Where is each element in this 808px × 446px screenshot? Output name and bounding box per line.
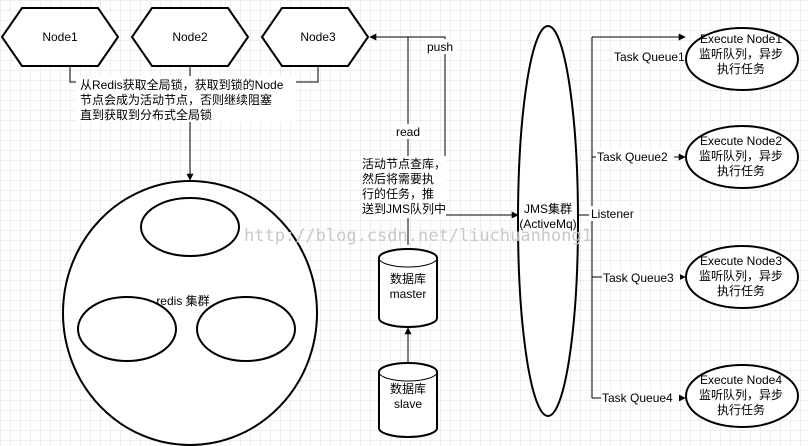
execute-node-title: Execute Node3 (700, 254, 782, 268)
queue-3-label-bg (602, 270, 680, 285)
node-label: Node2 (172, 30, 208, 44)
db-master-line-2: master (390, 287, 427, 301)
db-slave: 数据库 slave (378, 362, 438, 438)
execute-node-title: Execute Node1 (700, 32, 782, 46)
lock-note-line-3: 直到获取到分布式全局锁 (80, 107, 212, 122)
lock-note-line-2: 节点会成为活动节点，否则继续阻塞 (80, 92, 272, 107)
execute-node-ellipse (685, 364, 799, 428)
db-slave-line-2: slave (394, 397, 422, 411)
execute-node-ellipse (685, 125, 799, 189)
edge-push-jms-to-node3 (369, 33, 446, 210)
listener-label: Listener (591, 207, 634, 221)
jms-label-line-2: (ActiveMq) (519, 217, 576, 231)
queue-1-label: Task Queue1 (614, 50, 685, 64)
queue-3-label: Task Queue3 (603, 271, 674, 285)
execute-node-line-2: 监听队列，异步 (699, 268, 783, 283)
read-label: read (396, 125, 420, 139)
execute-node-4: Execute Node4 监听队列，异步 执行任务 (685, 364, 799, 428)
execute-node-ellipse (685, 245, 799, 309)
queue-2-label: Task Queue2 (597, 150, 668, 164)
node-label: Node3 (300, 30, 336, 44)
lock-note: 从Redis获取全局锁，获取到锁的Node 节点会成为活动节点，否则继续阻塞 直… (76, 76, 296, 122)
node-1: Node1 (0, 7, 120, 67)
node-label: Node1 (42, 30, 78, 44)
execute-node-ellipse (685, 27, 799, 91)
active-note-line-2: 然后将需要执 (362, 171, 434, 186)
execute-node-line-3: 执行任务 (717, 402, 765, 417)
redis-cluster-label: redis 集群 (156, 293, 209, 308)
redis-cluster: redis 集群 (62, 180, 318, 446)
listener-label-bg (589, 206, 639, 221)
redis-instance-3 (196, 296, 296, 362)
execute-node-line-3: 执行任务 (717, 61, 765, 76)
push-label: push (427, 40, 453, 54)
queue-1-label-bg (613, 49, 685, 64)
execute-node-3: Execute Node3 监听队列，异步 执行任务 (685, 245, 799, 309)
execute-node-line-2: 监听队列，异步 (699, 46, 783, 61)
node-3: Node3 (260, 7, 370, 67)
redis-instance-1 (140, 197, 240, 257)
execute-node-line-3: 执行任务 (717, 163, 765, 178)
execute-node-title: Execute Node4 (700, 373, 782, 387)
active-note-line-1: 活动节点查库， (362, 156, 446, 171)
db-master-lid (378, 257, 438, 268)
db-slave-cylinder (378, 362, 438, 438)
queue-labels: Task Queue1 Task Queue2 Task Queue3 Task… (596, 49, 685, 405)
active-note-bg (361, 156, 446, 218)
db-master: 数据库 master (378, 248, 438, 328)
lock-note-bg (76, 76, 296, 122)
lock-note-line-1: 从Redis获取全局锁，获取到锁的Node (80, 77, 284, 92)
execute-node-line-2: 监听队列，异步 (699, 387, 783, 402)
execute-node-2: Execute Node2 监听队列，异步 执行任务 (685, 125, 799, 189)
watermark-text: http://blog.csdn.net/liuchuanhong1 (244, 226, 592, 246)
node-2: Node2 (130, 7, 250, 67)
jms-cluster-ellipse (517, 25, 579, 417)
active-node-note: 活动节点查库， 然后将需要执 行的任务，推 送到JMS队列中 (361, 156, 446, 218)
hexagon-shape (130, 7, 250, 67)
execute-node-title: Execute Node2 (700, 134, 782, 148)
db-master-cylinder (378, 248, 438, 328)
hexagon-shape (0, 7, 120, 67)
redis-instance-2 (77, 296, 177, 362)
db-master-line-1: 数据库 (390, 271, 426, 286)
redis-cluster-circle (62, 180, 318, 446)
jms-label-line-1: JMS集群 (524, 201, 572, 216)
active-note-line-4: 送到JMS队列中 (362, 201, 446, 216)
queue-2-label-bg (596, 149, 674, 164)
jms-cluster: JMS集群 (ActiveMq) (517, 25, 579, 417)
queue-4-label-bg (601, 390, 679, 405)
execute-node-line-2: 监听队列，异步 (699, 148, 783, 163)
edge-labels: push read Listener (394, 39, 639, 221)
hexagon-shape (260, 7, 370, 67)
execute-node-1: Execute Node1 监听队列，异步 执行任务 (685, 27, 799, 91)
push-label-bg (425, 39, 457, 54)
active-note-line-3: 行的任务，推 (362, 186, 434, 201)
read-label-bg (394, 124, 424, 139)
db-slave-lid (378, 371, 438, 382)
db-slave-line-1: 数据库 (390, 381, 426, 396)
execute-node-line-3: 执行任务 (717, 283, 765, 298)
queue-4-label: Task Queue4 (602, 391, 673, 405)
